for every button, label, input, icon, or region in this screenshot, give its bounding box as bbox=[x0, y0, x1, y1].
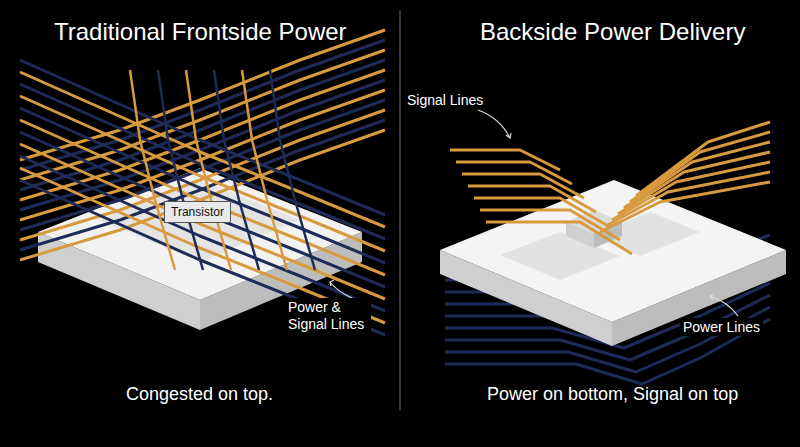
power-signal-lines bbox=[20, 30, 385, 335]
caption: Power on bottom, Signal on top bbox=[487, 384, 738, 405]
wire bbox=[270, 70, 315, 270]
panel-heading: Backside Power Delivery bbox=[480, 18, 745, 46]
caption: Congested on top. bbox=[126, 384, 273, 405]
wire bbox=[186, 70, 231, 270]
wire bbox=[130, 70, 175, 270]
wire bbox=[480, 210, 620, 240]
wire bbox=[450, 150, 560, 170]
panel-heading: Traditional Frontside Power bbox=[54, 18, 347, 46]
leader-arrow bbox=[506, 133, 511, 138]
wire bbox=[242, 70, 287, 270]
leader-arrow bbox=[710, 294, 714, 300]
leader-line bbox=[710, 296, 738, 316]
wire bbox=[20, 110, 385, 240]
wire bbox=[158, 70, 203, 270]
callout-label: Power Lines bbox=[680, 318, 763, 336]
leader-arrow bbox=[330, 280, 334, 286]
divider bbox=[400, 10, 401, 410]
wire bbox=[20, 96, 385, 251]
signal-lines bbox=[450, 122, 770, 254]
callout-label: Power & Signal Lines bbox=[285, 298, 371, 334]
transistor-box: Transistor bbox=[164, 201, 231, 223]
wire bbox=[630, 132, 770, 202]
leader-line bbox=[478, 110, 510, 138]
callout-label: Signal Lines bbox=[407, 92, 483, 108]
wire bbox=[20, 108, 385, 263]
node-text: Transistor bbox=[171, 205, 224, 219]
leader-line bbox=[330, 282, 352, 298]
wire bbox=[20, 120, 385, 275]
right-slab bbox=[440, 180, 786, 346]
wire bbox=[636, 122, 770, 196]
wire bbox=[214, 70, 259, 270]
wire bbox=[20, 156, 385, 311]
wire bbox=[20, 180, 385, 335]
